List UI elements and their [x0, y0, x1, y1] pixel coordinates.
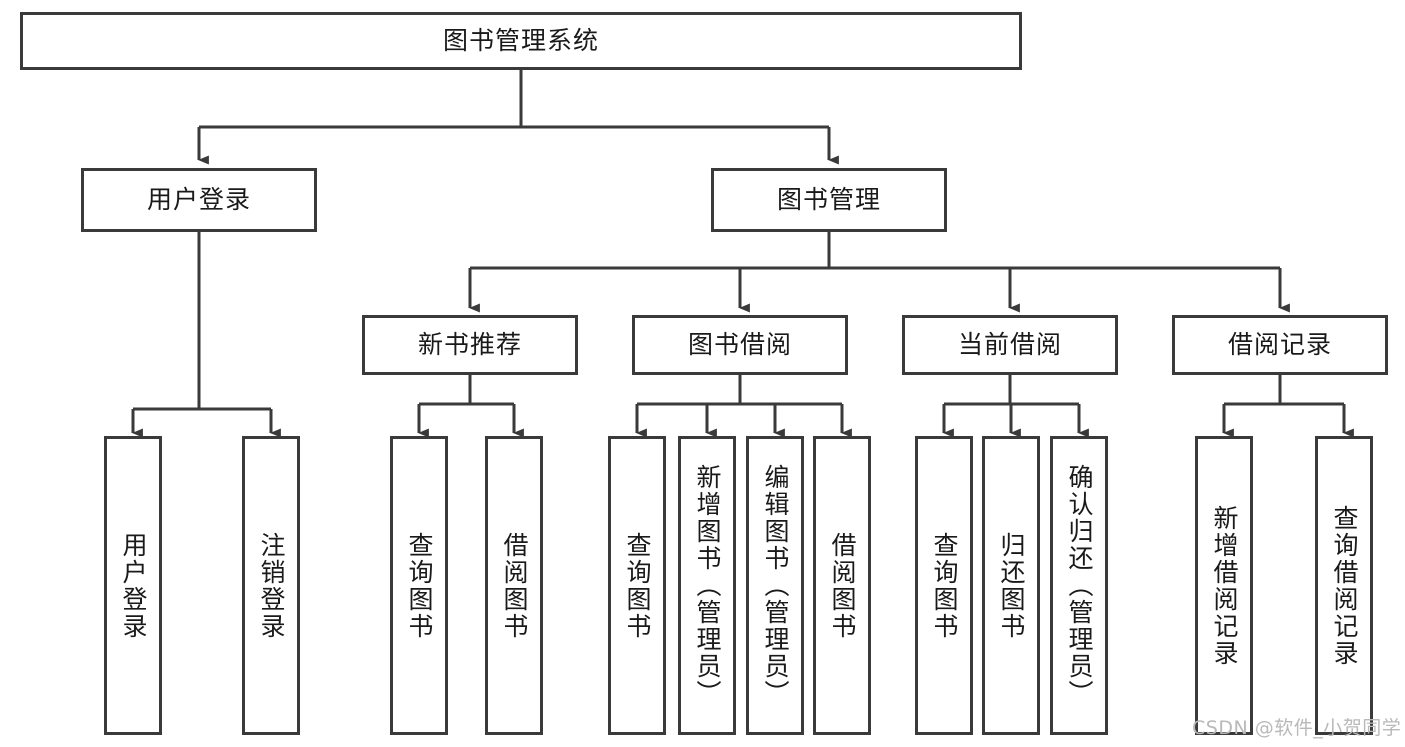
node-label: 查询图书 [623, 531, 652, 640]
node-label: 新增图书（管理员） [693, 464, 722, 707]
csdn-watermark: CSDN @软件_小贺同学 [1192, 717, 1402, 739]
node-label: 查询图书 [930, 531, 959, 640]
node-leaf-return-book[interactable]: 归还图书 [982, 436, 1040, 735]
node-user-login[interactable]: 用户登录 [81, 168, 317, 232]
node-leaf-query-book-2[interactable]: 查询图书 [608, 436, 666, 735]
node-label: 用户登录 [146, 185, 251, 215]
node-leaf-query-book-1[interactable]: 查询图书 [390, 436, 448, 735]
node-label: 注销登录 [257, 531, 286, 640]
node-leaf-logout-login[interactable]: 注销登录 [242, 436, 300, 735]
node-current-borrow[interactable]: 当前借阅 [902, 315, 1118, 375]
node-label: 用户登录 [119, 531, 148, 640]
node-root-system[interactable]: 图书管理系统 [20, 12, 1022, 70]
node-leaf-add-book[interactable]: 新增图书（管理员） [678, 436, 736, 735]
node-label: 新书推荐 [417, 330, 522, 360]
node-label: 图书借阅 [687, 330, 792, 360]
node-book-management[interactable]: 图书管理 [711, 168, 947, 232]
node-leaf-borrow-book-1[interactable]: 借阅图书 [485, 436, 543, 735]
node-label: 查询图书 [405, 531, 434, 640]
node-label: 归还图书 [997, 531, 1026, 640]
node-leaf-query-book-3[interactable]: 查询图书 [915, 436, 973, 735]
node-leaf-borrow-book-2[interactable]: 借阅图书 [813, 436, 871, 735]
node-label: 借阅记录 [1227, 330, 1332, 360]
node-leaf-edit-book[interactable]: 编辑图书（管理员） [746, 436, 804, 735]
node-leaf-add-record[interactable]: 新增借阅记录 [1195, 436, 1253, 735]
node-book-borrow[interactable]: 图书借阅 [632, 315, 848, 375]
node-label: 确认归还（管理员） [1065, 464, 1094, 707]
node-label: 当前借阅 [957, 330, 1062, 360]
node-label: 借阅图书 [500, 531, 529, 640]
node-label: 图书管理 [776, 185, 881, 215]
node-leaf-confirm-return[interactable]: 确认归还（管理员） [1050, 436, 1108, 735]
node-leaf-user-login[interactable]: 用户登录 [104, 436, 162, 735]
node-label: 查询借阅记录 [1330, 504, 1359, 667]
node-label: 图书管理系统 [442, 26, 599, 56]
node-label: 编辑图书（管理员） [761, 464, 790, 707]
node-new-book-recommend[interactable]: 新书推荐 [362, 315, 578, 375]
node-leaf-query-record[interactable]: 查询借阅记录 [1315, 436, 1373, 735]
node-borrow-record[interactable]: 借阅记录 [1172, 315, 1388, 375]
node-label: 新增借阅记录 [1210, 504, 1239, 667]
node-label: 借阅图书 [828, 531, 857, 640]
